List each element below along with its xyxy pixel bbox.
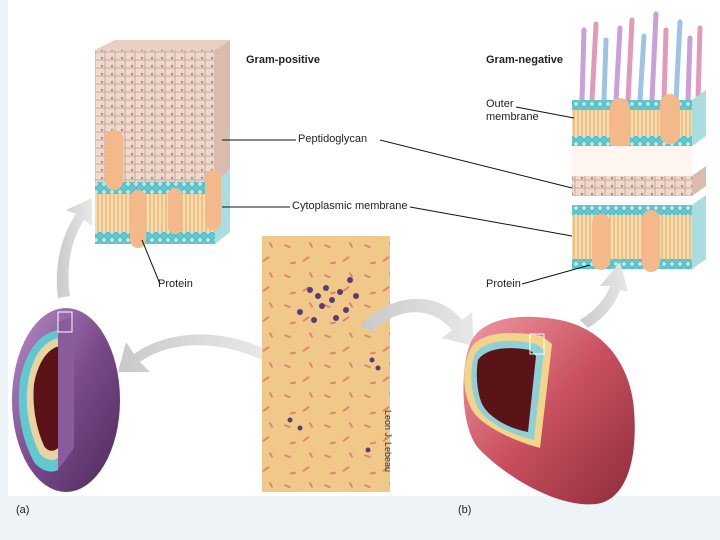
protein-shape	[168, 188, 182, 234]
protein-label-left: Protein	[158, 278, 193, 290]
leader-lines	[141, 106, 591, 285]
gram-positive-cell	[12, 308, 120, 492]
gram-negative-wall-block	[572, 11, 706, 272]
protein-shape	[205, 170, 221, 230]
left-band	[0, 0, 8, 540]
protein-shape	[642, 210, 660, 272]
panel-b-label: (b)	[458, 504, 472, 516]
peptidoglycan-label: Peptidoglycan	[298, 133, 368, 145]
protein-shape	[592, 214, 610, 270]
protein-shape	[660, 94, 680, 144]
protein-label-right: Protein	[486, 278, 521, 290]
peptidoglycan-layer-negative	[572, 176, 692, 196]
gram-negative-cell	[463, 316, 635, 505]
photo-credit: Leon J. Lebeau	[383, 410, 393, 473]
protein-shape	[130, 190, 146, 248]
lipopolysaccharide-chains	[579, 11, 703, 103]
outer-membrane-label: Outer membrane	[486, 98, 539, 123]
cytoplasmic-membrane-label: Cytoplasmic membrane	[292, 200, 408, 212]
bottom-band	[0, 496, 720, 540]
gram-negative-title: Gram-negative	[486, 54, 564, 66]
protein-shape	[105, 130, 123, 190]
panel-a-label: (a)	[16, 504, 30, 516]
protein-shape	[610, 98, 630, 152]
gram-positive-title: Gram-positive	[246, 54, 320, 66]
flow-arrows	[56, 198, 628, 372]
gram-positive-wall-block	[95, 40, 230, 248]
gram-stain-micrograph	[262, 236, 390, 492]
